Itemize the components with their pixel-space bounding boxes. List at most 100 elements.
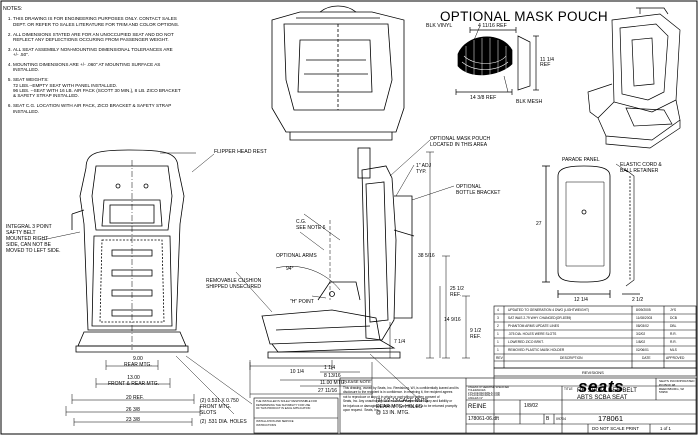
top-view-seat (271, 5, 405, 141)
revision-row-by: JYS (670, 308, 677, 312)
bottle-bracket-label: OPTIONAL BOTTLE BRACKET (456, 184, 501, 196)
note-item: ALL SEAT ASSEMBLY NON-MOUNTING DIMENSION… (13, 47, 235, 58)
dia-holes-label: (2) .531 DIA. HOLES (200, 419, 247, 425)
elastic-cord-label: ELASTIC CORD & BALL RETAINER (620, 162, 662, 174)
cg-label: C.G. SEE NOTE 6 (296, 219, 326, 231)
company-logo: seats (578, 377, 624, 396)
revision-row-desc: .375 DIA. HOLES WERE SLOTS (508, 332, 557, 336)
pouch-length-dim: 14 3/8 REF (470, 95, 497, 101)
sheet-number: 1 of 1 (660, 426, 671, 431)
revision-header-rev: REV (496, 356, 503, 360)
note-item: THIS DRAWING IS FOR ENGINEERING PURPOSES… (13, 16, 235, 27)
overall-height-dim: 38 5/16 (418, 253, 435, 259)
side-view-seat (261, 147, 415, 359)
depth-1-dim: 1 1/4 (324, 365, 336, 371)
note-item: SEAT WEIGHTS: 72 LBS.--EMPTY SEAT WITH P… (13, 77, 235, 99)
installer-notice: THE INSTALLER IS SOLELY RESPONSIBLE FOR … (256, 400, 317, 411)
front-view-dimensions (65, 152, 201, 426)
pouch-blk-mesh-label: BLK MESH (516, 99, 543, 105)
height-9-dim: 9 1/2 REF. (470, 328, 482, 340)
revision-row-desc: UPDATED TO GENERATION 4 DWG (LIGHTWEIGHT… (508, 308, 590, 312)
ref-20-dim: 20 REF. (126, 395, 144, 401)
revision-row-desc: SAT WAS 2.79 WHY CHANGED(OR-8789) (508, 316, 572, 320)
revisions-title: REVISIONS (582, 370, 604, 375)
cage-nuts-label: (2) 1/2-13 CAGE NUTS REAR MTG. HOLES @ 1… (376, 398, 429, 416)
mtg-11-dim: 11.00 MTG. (320, 380, 347, 386)
revision-row-date: 02/06/01 (636, 348, 649, 352)
revision-row-by: R.R. (670, 332, 677, 336)
revision-row-desc: PHANTOM ARMS UPDATE LINES (508, 324, 560, 328)
mask-pouch-drawing (455, 25, 539, 95)
revision-row-no: 4 (497, 308, 499, 312)
front-slots-label: (2) 0.531 X 0.750 FRONT MTG. SLOTS (200, 398, 239, 416)
seat-height-ref-dim: 25 1/2 REF. (450, 286, 464, 298)
notes-list: THIS DRAWING IS FOR ENGINEERING PURPOSES… (3, 16, 235, 114)
flipper-headrest-label: FLIPPER HEAD REST (214, 149, 267, 155)
note-item: SEAT C.G. LOCATION WITH AIR PACK, ZICO B… (13, 103, 235, 114)
front-rear-mtg-dim: 13.00 FRONT & REAR MTG. (108, 375, 160, 387)
overall-width-dim: 26 3/8 (126, 407, 140, 413)
tolerance-block: UNLESS OTHERWISE SPECIFIED TOLERANCES 2 … (468, 386, 510, 401)
depth-27-dim: 27 11/16 (318, 388, 338, 394)
mask-pouch-location-label: OPTIONAL MASK POUCH LOCATED IN THIS AREA (430, 136, 491, 148)
revision-row-no: 1 (497, 348, 499, 352)
rear-mtg-dim: 9.00 REAR MTG. (124, 356, 152, 368)
revision-row-date: 11/08/2003 (636, 316, 653, 320)
inner-width-dim: 23 3/8 (126, 417, 140, 423)
title-label: TITLE (564, 387, 573, 391)
depth-8-dim: 8 13/16 (324, 373, 341, 379)
drawn-by: REINE (468, 404, 487, 410)
revision-row-no: 1 (497, 340, 499, 344)
general-notes: NOTES: THIS DRAWING IS FOR ENGINEERING P… (3, 6, 235, 118)
parade-panel-drawing (542, 163, 640, 298)
cushion-label: REMOVABLE CUSHION SHIPPED UNSECURED (206, 278, 262, 290)
safety-belt-label: INTEGRAL 3 POINT SAFTY BELT MOUNTED RIGH… (6, 224, 61, 254)
revision-row-date: 3/2/02 (636, 332, 646, 336)
revision-header-date: DATE (642, 356, 651, 360)
please-note-heading: PLEASE NOTE (343, 379, 371, 384)
revision-row-date: 08/03/02 (636, 324, 649, 328)
height-7-dim: 7 1/4 (394, 339, 406, 345)
isometric-seat (587, 7, 681, 149)
drawing-title: RH SHOULDER BELT ABTS SCBA SEAT (577, 388, 637, 401)
revision-row-by: R.R. (670, 340, 677, 344)
confidentiality-notice: This drawing, owned by Seats, Inc. Reeds… (343, 386, 459, 413)
installation-instructions-notice: INSTALLATION AND SERVICE INSTRUCTIONS (256, 420, 294, 427)
backrest-angle-label: 94° (286, 266, 294, 272)
side-view-dimensions (249, 151, 470, 398)
fscm-code: 09704 (556, 417, 566, 421)
note-item: ALL DIMENSIONS STATED ARE FOR AN UNOCCUP… (13, 32, 235, 43)
panel-height-dim: 27 (536, 221, 542, 227)
parade-panel-label: PARADE PANEL (562, 157, 600, 163)
pouch-width-dim: 4 11/16 REF (478, 23, 507, 29)
leader-lines (41, 139, 455, 415)
panel-depth-dim: 2 1/2 (632, 297, 644, 303)
cad-file-name: 178061-06.dft (468, 416, 499, 422)
notes-heading: NOTES: (3, 6, 23, 12)
title-block-lines (253, 305, 697, 434)
revision-row-desc: LOWERED ZICO BRKT. (508, 340, 544, 344)
company-address: SEATS INCORPORATED PO BOX 98 REEDSBURG, … (659, 379, 695, 395)
drawn-date: 1/8/02 (524, 403, 538, 409)
height-14-dim: 14 9/16 (444, 317, 461, 323)
h-point-label: "H" POINT (290, 299, 314, 305)
panel-width-dim: 12 1/4 (574, 297, 588, 303)
revision-row-desc: REMOVED PLASTIC MASK HOLDER (508, 348, 565, 352)
depth-10-dim: 10 1/4 (290, 369, 304, 375)
adjust-label: 1" ADJ TYP. (416, 163, 432, 175)
revision-row-no: 3 (497, 316, 499, 320)
pouch-title: OPTIONAL MASK POUCH (440, 9, 608, 24)
revision-row-date: 1/8/02 (636, 340, 646, 344)
note-item: MOUNTING DIMENSIONS ARE +/- .060" AT MOU… (13, 62, 235, 73)
revision-row-no: 1 (497, 332, 499, 336)
front-view-seat (71, 149, 189, 353)
optional-arms-label: OPTIONAL ARMS (276, 253, 317, 259)
drawing-number: 178061 (598, 414, 624, 423)
revision-row-date: 8/09/2005 (636, 308, 651, 312)
revision-row-by: DBL (670, 324, 677, 328)
scale-note: DO NOT SCALE PRINT (592, 426, 640, 431)
pouch-blk-vinyl-label: BLK VINYL (426, 23, 453, 29)
sheet-size: B (546, 416, 550, 422)
